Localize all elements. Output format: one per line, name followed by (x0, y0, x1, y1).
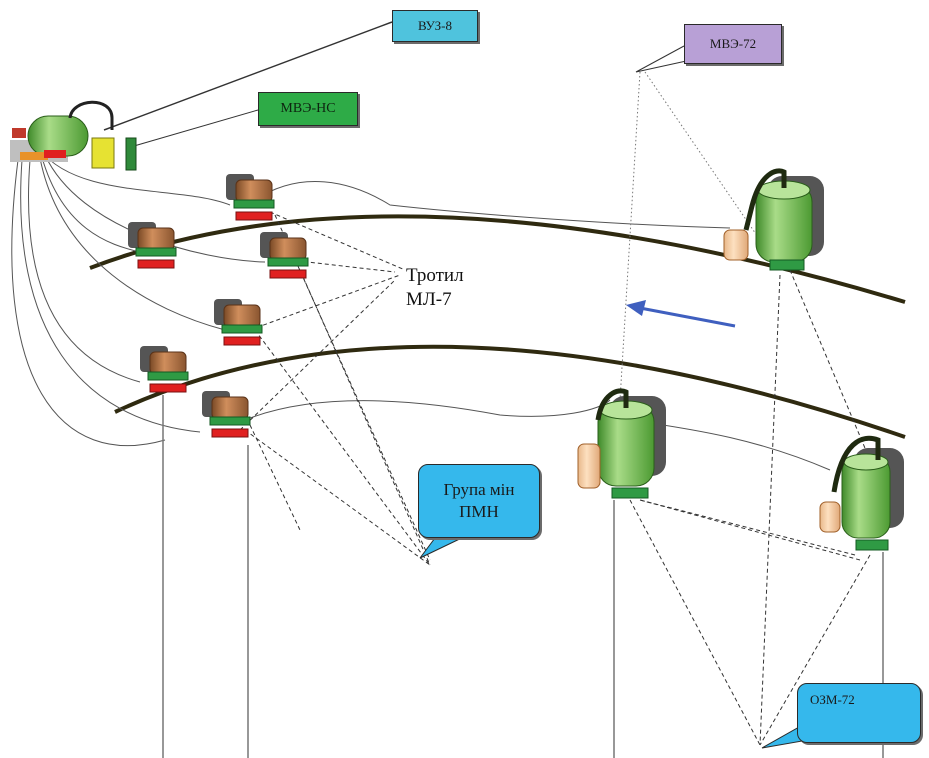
bounding-mine-icon (723, 168, 824, 271)
movement-arrow-icon (626, 300, 736, 328)
pmn-callout-line2: ПМН (459, 502, 499, 521)
callout-leaders (103, 21, 701, 147)
tnt-charge-icon (214, 299, 263, 346)
leader-vuz (103, 21, 393, 131)
vuz-8-label: ВУЗ-8 (392, 10, 478, 42)
ozm-72-callout: ОЗМ-72 (797, 683, 921, 743)
blasting-machine-icon (10, 100, 137, 171)
bounding-mine-icon (577, 388, 666, 499)
control-cables (11, 149, 831, 471)
ozm-mines (577, 168, 904, 551)
terrain-line-lower (114, 344, 906, 439)
trotil-label: Тротил МЛ-7 (406, 264, 464, 312)
tnt-charge-icon (202, 391, 251, 438)
pmn-charges (128, 174, 309, 438)
mve-72-label: МВЭ-72 (684, 24, 782, 64)
tnt-charge-icon (260, 232, 309, 279)
tnt-charge-icon (140, 346, 189, 393)
trotil-label-line2: МЛ-7 (406, 288, 452, 310)
pmn-callout-line1: Група мін (443, 479, 515, 499)
leader-mve-ns (133, 109, 259, 147)
dashed-wires (239, 211, 871, 746)
leader-mve72 (635, 45, 701, 73)
terrain-lines (89, 214, 906, 439)
dotted-wires (619, 71, 761, 401)
bounding-mine-icon (819, 435, 904, 551)
tnt-charge-icon (128, 222, 177, 269)
pmn-group-callout: Група мін ПМН (418, 464, 540, 538)
trotil-label-line1: Тротил (406, 265, 464, 286)
stakes (162, 395, 884, 758)
mve-ns-label: МВЭ-НС (258, 92, 358, 126)
tnt-charge-icon (226, 174, 275, 221)
terrain-line-upper (89, 214, 906, 304)
